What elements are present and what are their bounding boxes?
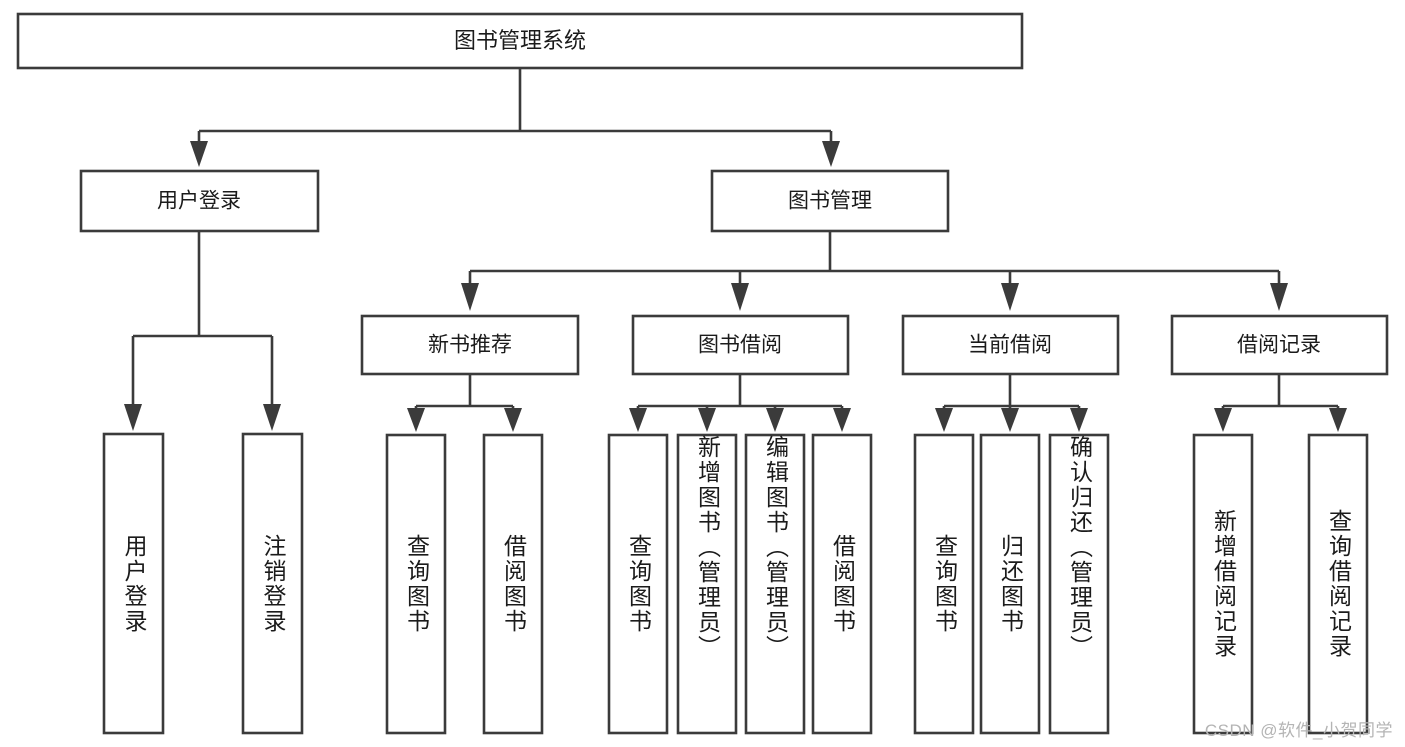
arrowhead-book-mgmt-to-book-borrow: [731, 283, 749, 311]
node-new-book-label: 新书推荐: [428, 334, 512, 357]
arrowhead-new-book-leaf-2: [504, 408, 522, 432]
arrowhead-user-login-leaf-1: [124, 404, 142, 431]
node-book-borrow-label: 图书借阅: [698, 334, 782, 357]
node-root-label: 图书管理系统: [454, 28, 586, 53]
leaf-book-borrow-1-box[interactable]: [607, 433, 669, 735]
arrowhead-book-borrow-leaf-4: [833, 408, 851, 432]
node-root-box[interactable]: [16, 12, 1024, 70]
leaf-current-borrow-2-box[interactable]: [979, 433, 1041, 735]
leaf-book-borrow-4-box[interactable]: [811, 433, 873, 735]
node-current-borrow-label: 当前借阅: [968, 334, 1052, 357]
arrowhead-book-mgmt-to-new-book: [461, 283, 479, 311]
leaf-current-borrow-3-box[interactable]: [1048, 433, 1110, 735]
node-book-borrow-box[interactable]: [631, 314, 850, 376]
arrowhead-book-mgmt-to-current-borrow: [1001, 283, 1019, 311]
node-book-mgmt-box[interactable]: [710, 169, 950, 233]
leaf-borrow-record-1-box[interactable]: [1192, 433, 1254, 735]
arrowhead-new-book-leaf-1: [407, 408, 425, 432]
leaf-current-borrow-1-box[interactable]: [913, 433, 975, 735]
node-user-login-label: 用户登录: [157, 190, 241, 213]
arrowhead-borrow-record-leaf-2: [1329, 408, 1347, 432]
arrowhead-borrow-record-leaf-1: [1214, 408, 1232, 432]
arrowhead-book-borrow-leaf-2: [698, 408, 716, 432]
leaf-user-login-1-box[interactable]: [102, 432, 165, 735]
arrowhead-current-borrow-leaf-2: [1001, 408, 1019, 432]
arrowhead-root-to-user-login: [190, 141, 208, 167]
leaf-borrow-record-2-box[interactable]: [1307, 433, 1369, 735]
arrowhead-book-borrow-leaf-1: [629, 408, 647, 432]
node-new-book-box[interactable]: [360, 314, 580, 376]
arrowhead-user-login-leaf-2: [263, 404, 281, 431]
arrowhead-current-borrow-leaf-1: [935, 408, 953, 432]
node-book-mgmt-label: 图书管理: [788, 190, 872, 213]
leaf-book-borrow-2-box[interactable]: [676, 433, 738, 735]
arrowhead-book-mgmt-to-borrow-record: [1270, 283, 1288, 311]
leaf-user-login-2-box[interactable]: [241, 432, 304, 735]
arrowhead-current-borrow-leaf-3: [1070, 408, 1088, 432]
leaf-new-book-1-box[interactable]: [385, 433, 447, 735]
arrowhead-root-to-book-mgmt: [822, 141, 840, 167]
node-borrow-record-label: 借阅记录: [1237, 334, 1321, 357]
leaf-book-borrow-3-box[interactable]: [744, 433, 806, 735]
node-borrow-record-box[interactable]: [1170, 314, 1389, 376]
node-current-borrow-box[interactable]: [901, 314, 1120, 376]
leaf-new-book-2-box[interactable]: [482, 433, 544, 735]
arrowhead-book-borrow-leaf-3: [766, 408, 784, 432]
